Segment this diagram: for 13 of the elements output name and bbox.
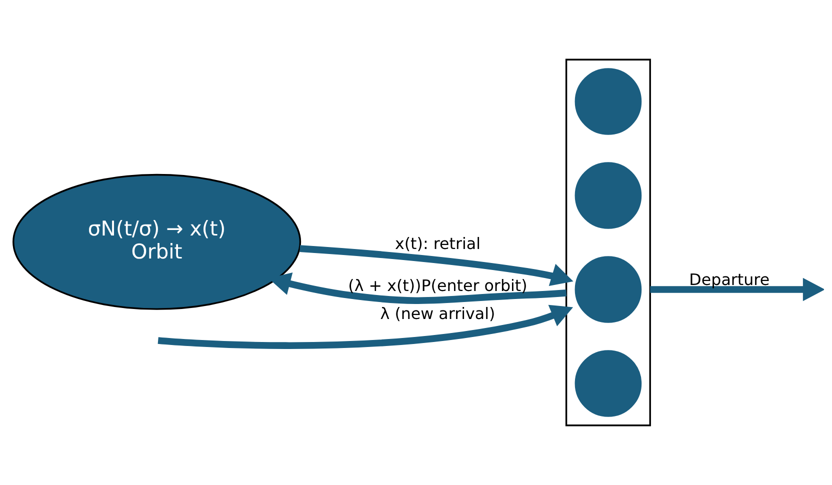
edge-label: Departure	[689, 270, 770, 290]
node-ellipse: σN(t/σ) → x(t) Orbit	[12, 174, 302, 310]
arrow	[300, 245, 574, 286]
node-circle	[574, 162, 642, 229]
edge-label: λ (new arrival)	[380, 304, 496, 324]
arrow	[650, 278, 824, 302]
node-circle	[574, 350, 642, 417]
arrow	[158, 304, 574, 349]
cluster	[565, 58, 651, 426]
edge-label: (λ + x(t))P(enter orbit)	[348, 276, 528, 295]
edge-label: x(t): retrial	[395, 234, 480, 253]
node-circle	[574, 256, 642, 323]
node-circle	[574, 68, 642, 135]
